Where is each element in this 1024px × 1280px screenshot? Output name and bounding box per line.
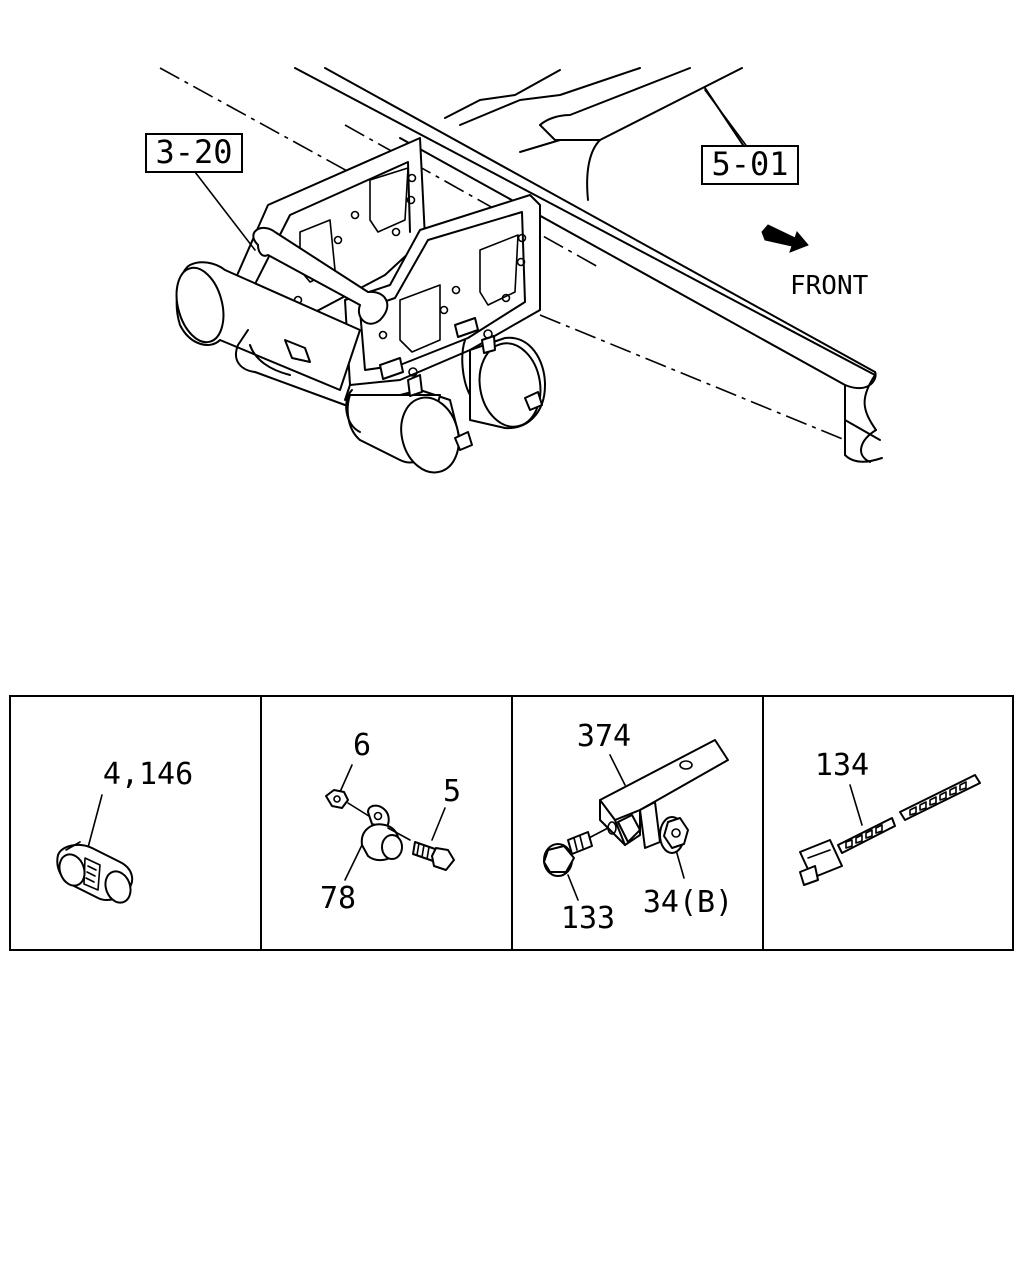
cross-member [444,67,746,201]
part-label-78: 78 [320,881,356,916]
bolt-part-icon [412,841,455,871]
panel-clip: 4,146 [56,757,193,904]
front-direction-indicator: FRONT [761,224,869,301]
assembly-drawing: 3-20 5-01 FRONT [145,67,883,474]
nut-part-icon [325,789,349,809]
p-clip-part-icon [360,804,403,862]
chassis-rail [159,67,883,463]
leader-3-20 [194,171,256,251]
panel-bolt-clip: 6 5 78 [320,728,461,916]
front-arrow-icon [761,224,809,253]
callout-5-01: 5-01 [701,145,799,185]
air-tanks [175,261,546,474]
flange-nut-part-icon [659,816,689,854]
part-label-5: 5 [443,774,461,809]
part-label-374: 374 [577,719,631,754]
clip-part-icon [56,841,134,904]
bracket-part-icon [599,739,729,849]
part-label-134: 134 [815,748,869,783]
flange-bolt-part-icon [543,831,593,877]
part-label-6: 6 [353,728,371,763]
front-label: FRONT [790,271,869,301]
ref-frame-label: 3-20 [155,133,232,171]
leader-5-01 [704,89,749,149]
part-label-133: 133 [561,901,615,936]
part-label-34b: 34(B) [643,885,733,920]
cable-tie-part-icon [799,774,981,886]
panel-cable-tie: 134 [799,748,981,886]
part-label-4-146: 4,146 [103,757,193,792]
parts-table: 4,146 6 5 78 [9,695,1014,951]
callout-3-20: 3-20 [145,133,243,173]
ref-chassis-label: 5-01 [711,145,788,183]
panel-bracket: 374 133 34(B) [543,719,733,936]
